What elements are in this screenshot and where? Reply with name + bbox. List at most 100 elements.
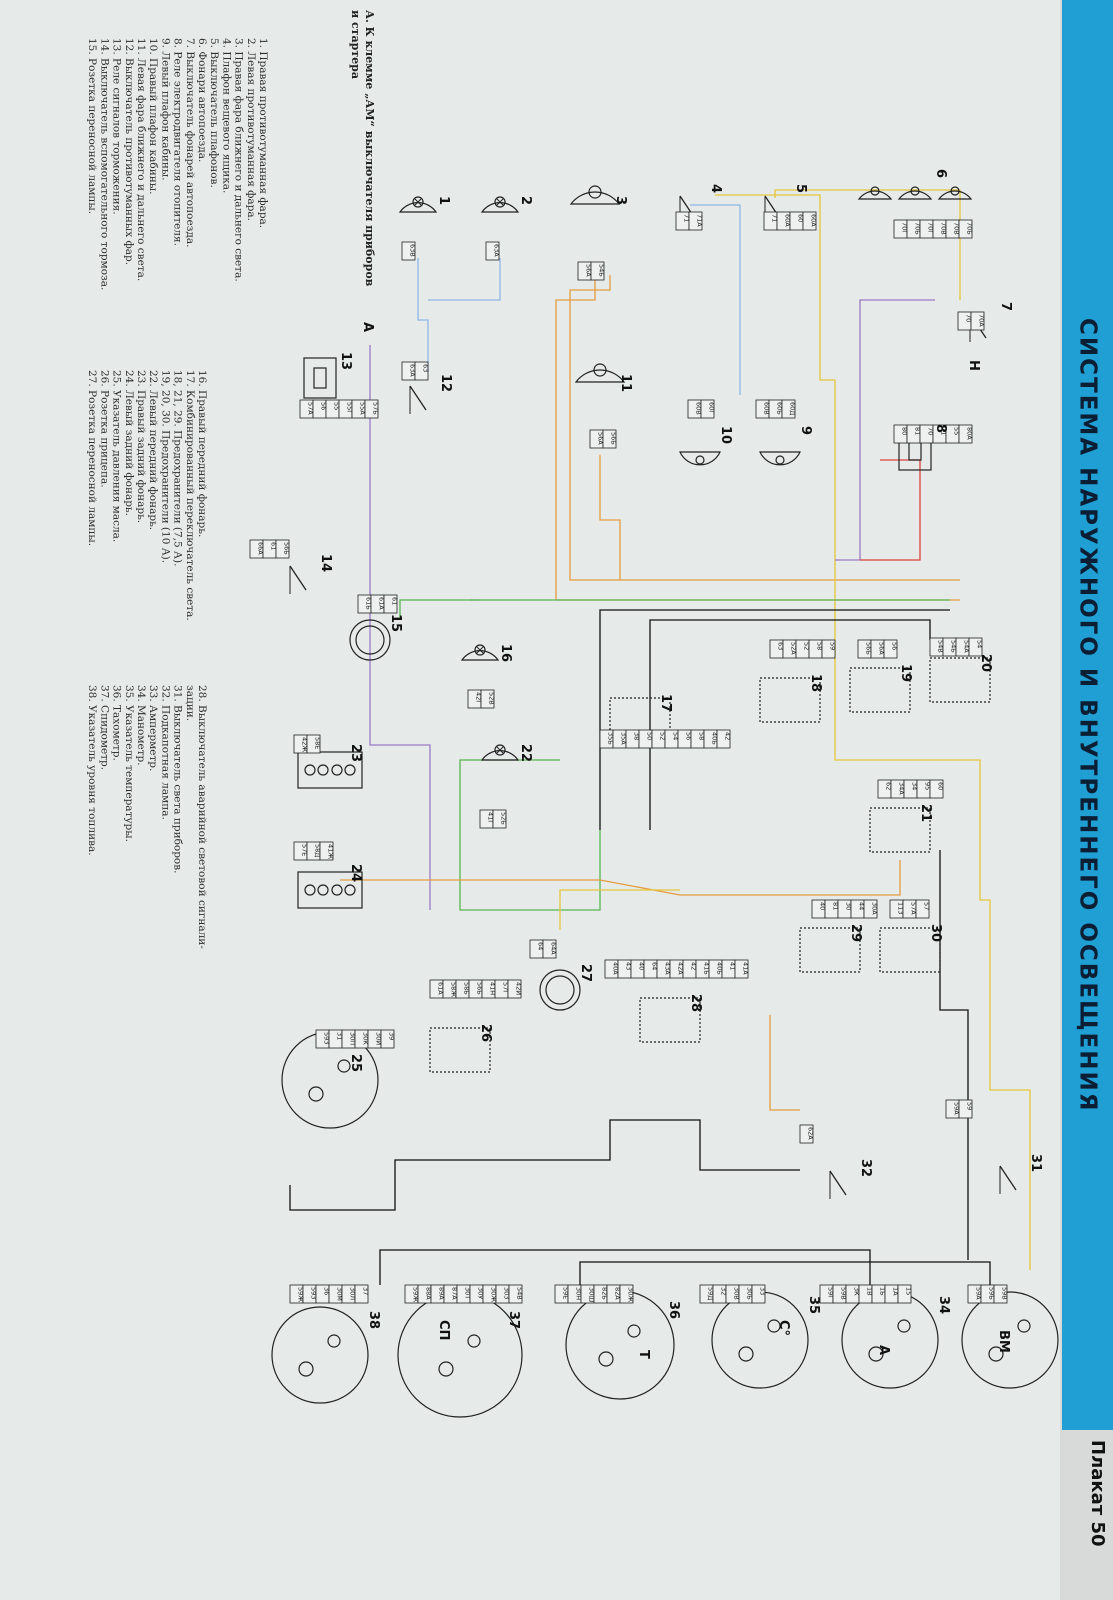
terminal-label: 41Б <box>703 962 711 975</box>
terminal-label: 32 <box>720 1287 728 1295</box>
plakat-label: Плакат 50 <box>1087 1440 1108 1547</box>
terminal-label: 52В <box>488 692 496 705</box>
legend-item: 4. Плафон вещевого ящика. <box>220 38 233 194</box>
legend-item: 24. Левый задний фонарь. <box>122 370 135 516</box>
terminal-label: 62А <box>807 1127 815 1140</box>
terminal-label: 58Ж <box>450 982 458 997</box>
terminal-label: 55А <box>359 402 367 415</box>
component-number: 34 <box>936 1296 951 1314</box>
legend-item: 35. Указатель температуры. <box>122 685 135 842</box>
terminal-label: 42 <box>690 962 698 970</box>
legend-item: 31. Выключатель света приборов. <box>171 685 184 874</box>
terminal-label: 41Ж <box>327 844 335 859</box>
terminal-label: 1Б <box>879 1287 887 1296</box>
component-number: 4 <box>708 184 723 193</box>
legend-item: зации. <box>183 685 196 722</box>
terminal-label: 70А <box>978 314 986 327</box>
legend-item: 26. Розетка прицепа. <box>98 370 111 488</box>
terminal-label: 95 <box>924 782 932 790</box>
legend-item: 12. Выключатель противотуманных фар. <box>122 38 135 266</box>
component-number: 2 <box>518 196 533 205</box>
terminal-label: 42Г <box>475 692 483 704</box>
note-line-1: А. К клемме „АМ“ выключателя приборов <box>363 10 376 287</box>
wire-relay <box>860 459 921 561</box>
legend-item: 25. Указатель давления масла. <box>110 370 123 543</box>
terminal-label: 60Д <box>789 402 797 415</box>
component-number: 19 <box>898 664 913 682</box>
terminal-label: 60 <box>797 214 805 222</box>
terminal-label: 42А <box>677 962 685 975</box>
terminal-label: 60Б <box>776 402 784 415</box>
terminal-label: 88А <box>425 1287 433 1300</box>
terminal-label: 54Б <box>598 264 606 277</box>
terminal-label: 81 <box>914 427 922 435</box>
wire-dome-switch <box>774 189 961 300</box>
terminal-label: 60А <box>784 214 792 227</box>
terminal-label: 56Б <box>865 642 873 655</box>
component-number: 23 <box>348 744 363 762</box>
terminal-label: 56А <box>878 642 886 655</box>
component-number: 10 <box>718 426 733 444</box>
terminal-label: 41Н <box>489 982 497 995</box>
component-number: 36 <box>666 1301 681 1319</box>
terminal-label: 71А <box>696 214 704 227</box>
wire-black-2 <box>649 619 931 830</box>
legend-item: 23. Правый задний фонарь. <box>135 370 148 524</box>
terminal-label: 60А <box>810 214 818 227</box>
wire-headlight-left <box>599 455 621 580</box>
terminal-label: 44 <box>858 902 866 910</box>
legend-item: 18, 21, 29. Предохранители (7,5 А). <box>171 370 184 567</box>
terminal-label: 38 <box>633 732 641 740</box>
terminal-label: 40А <box>612 962 620 975</box>
legend-item: 19, 20, 30. Предохранители (10 А). <box>159 370 172 564</box>
title-band <box>1062 0 1113 1430</box>
terminal-label: 35Б <box>607 732 615 745</box>
terminal-label: 59 <box>829 642 837 650</box>
terminal-label: 63 <box>777 642 785 650</box>
component-number: 14 <box>318 554 333 572</box>
terminal-label: 71 <box>940 427 948 435</box>
terminal-label: 55Г <box>346 402 354 414</box>
terminal-label: 54В <box>937 640 945 653</box>
component-number: 1 <box>436 196 451 205</box>
terminal-label: 61 <box>270 542 278 550</box>
component-number: 17 <box>658 694 673 712</box>
symbol-vm: ВМ <box>996 1330 1011 1353</box>
terminal-label: 34 <box>911 782 919 790</box>
legend-item: 13. Реле сигналов торможения. <box>110 38 123 215</box>
terminal-label: 64 <box>651 962 659 970</box>
terminal-label: 58Д <box>314 844 322 857</box>
terminal-label: 61Б <box>365 597 373 610</box>
terminal-label: 58 <box>698 732 706 740</box>
terminal-label: 59Б <box>988 1287 996 1300</box>
wire-black-meters-2 <box>379 1249 871 1285</box>
legend-item: 16. Правый передний фонарь. <box>196 370 209 538</box>
wire-socket-27 <box>559 889 680 930</box>
terminal-label: 59В <box>840 1287 848 1300</box>
terminal-label: 40 <box>638 962 646 970</box>
terminal-label: 87А <box>451 1287 459 1300</box>
terminal-label: 41 <box>729 962 737 970</box>
terminal-label: 54А <box>963 640 971 653</box>
terminal-label: 70 <box>927 427 935 435</box>
